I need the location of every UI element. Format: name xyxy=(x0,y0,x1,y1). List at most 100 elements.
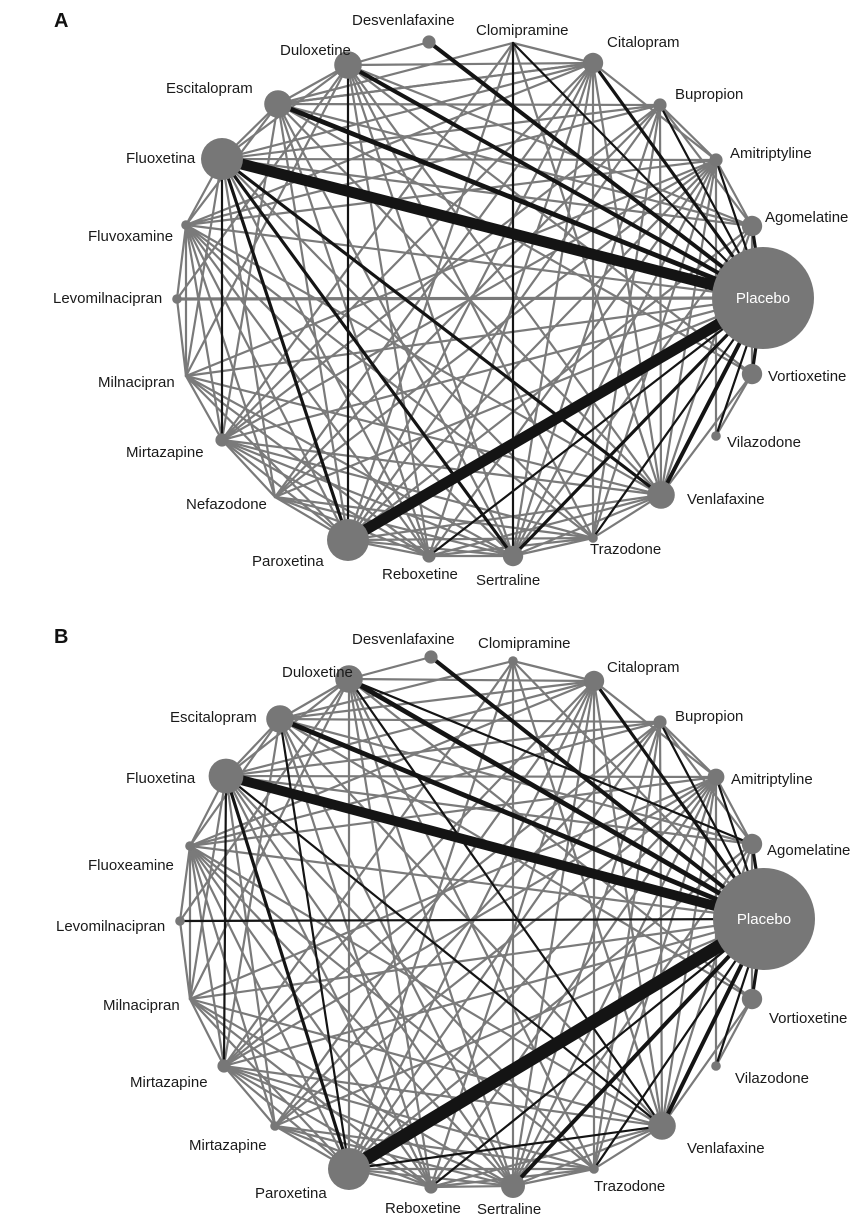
node-label-escitalopram: Escitalopram xyxy=(166,80,253,97)
edge-paroxetina-fluvoxamine xyxy=(188,844,351,1171)
node-label-bupropion: Bupropion xyxy=(675,708,743,725)
edge-sertraline-fluvoxamine xyxy=(188,844,515,1188)
node-label-desvenlafaxine: Desvenlafaxine xyxy=(352,631,455,648)
edge-placebo-fluvoxamine xyxy=(184,223,765,300)
node-label-paroxetina: Paroxetina xyxy=(252,553,324,570)
node-venlafaxine xyxy=(647,481,675,509)
network-graph: DesvenlafaxineClomipramineCitalopramBupr… xyxy=(53,12,848,589)
node-label-levomilnacipran: Levomilnacipran xyxy=(53,290,162,307)
edge-sertraline-venlafaxine xyxy=(511,493,663,558)
node-agomelatine xyxy=(741,833,763,855)
edge-sertraline-venlafaxine xyxy=(511,1124,664,1188)
node-sertraline xyxy=(501,1174,525,1198)
node-label-reboxetine: Reboxetine xyxy=(382,566,458,583)
node-label-sertraline: Sertraline xyxy=(476,572,540,589)
edge-sertraline-trazodone xyxy=(511,536,595,558)
edge-amitriptyline-mirtazapine xyxy=(222,775,718,1068)
edge-levomilnacipran-fluvoxamine xyxy=(178,844,192,923)
edge-sertraline-mirtazapine xyxy=(222,1064,515,1188)
edge-venlafaxine-bupropion xyxy=(658,103,663,497)
edge-escitalopram-mirtazapine xyxy=(222,717,282,1068)
edge-mirtazapine-trazodone xyxy=(220,438,595,540)
edge-sertraline-reboxetine xyxy=(429,1184,515,1189)
node-desvenlafaxine xyxy=(424,650,438,664)
edge-fluoxetina-milnacipran xyxy=(188,774,228,1001)
edge-duloxetine-reboxetine xyxy=(347,677,433,1189)
node-label-vilazodone: Vilazodone xyxy=(735,1070,809,1087)
edge-levomilnacipran-fluvoxamine xyxy=(175,223,188,301)
edge-paroxetina-fluvoxamine xyxy=(184,223,350,542)
edge-venlafaxine-mirtazapine xyxy=(220,438,663,497)
node-label-nefazodone: Nefazodone xyxy=(186,496,267,513)
edge-mirtazapine-trazodone xyxy=(222,1064,596,1171)
edge-amitriptyline-trazodone xyxy=(591,158,718,540)
edge-paroxetina-clomipramine xyxy=(347,659,515,1171)
edge-clomipramine-citalopram xyxy=(511,41,595,65)
node-fluvoxamine xyxy=(185,841,195,851)
edge-venlafaxine-fluvoxamine xyxy=(184,223,663,497)
node-label-fluvoxamine: Fluvoxamine xyxy=(88,228,173,245)
node-label-duloxetine: Duloxetine xyxy=(280,42,351,59)
node-label-fluoxetina: Fluoxetina xyxy=(126,770,196,787)
edge-citalopram-escitalopram xyxy=(276,61,595,106)
edge-placebo-sertraline xyxy=(511,296,765,558)
edge-venlafaxine-milnacipran xyxy=(188,997,664,1128)
node-clomipramine xyxy=(508,656,518,666)
edge-amitriptyline-agomelatine xyxy=(714,775,754,846)
edge-duloxetine-venlafaxine xyxy=(347,677,664,1128)
edge-placebo-duloxetine xyxy=(346,676,767,922)
edge-bupropion-trazodone xyxy=(592,720,662,1171)
node-desvenlafaxine xyxy=(422,35,436,49)
edge-placebo-duloxetine xyxy=(346,63,765,300)
edge-amitriptyline-agomelatine xyxy=(714,158,754,228)
edge-placebo-clomipramine xyxy=(511,41,765,300)
edge-fluoxetina-mirtazapine xyxy=(222,774,228,1068)
node-label-venlafaxine: Venlafaxine xyxy=(687,491,765,508)
edge-fluoxetina-paroxetina xyxy=(220,157,350,542)
edge-placebo-mirtazapine xyxy=(220,296,765,442)
edge-citalopram-sertraline xyxy=(511,61,595,558)
edge-levomilnacipran-milnacipran xyxy=(178,919,192,1001)
node-label-placebo: Placebo xyxy=(737,911,791,928)
edge-bupropion-fluvoxamine xyxy=(188,720,662,848)
edge-fluvoxamine-trazodone xyxy=(184,223,595,540)
edge-venlafaxine-mirtazapine xyxy=(222,1064,664,1128)
node-label-paroxetina: Paroxetina xyxy=(255,1185,327,1202)
edge-duloxetine-vortioxetine xyxy=(347,677,754,1001)
edge-sertraline-mirtazapine xyxy=(220,438,515,558)
edge-placebo-desvenlafaxine xyxy=(429,655,766,921)
edge-fluvoxamine-reboxetine xyxy=(188,844,433,1189)
node-vilazodone xyxy=(711,1061,721,1071)
node-label-milnacipran: Milnacipran xyxy=(98,374,175,391)
node-fluvoxamine xyxy=(181,220,191,230)
edge-nefazodone-trazodone xyxy=(273,495,595,540)
edge-fluoxetina-bupropion xyxy=(220,103,662,161)
edge-clomipramine-mirtazapine xyxy=(220,41,515,442)
edge-paroxetina-venlafaxine xyxy=(346,493,663,542)
edge-escitalopram-bupropion xyxy=(276,102,662,107)
edge-amitriptyline-trazodone xyxy=(592,775,718,1171)
edge-bupropion-trazodone xyxy=(591,103,662,540)
edge-placebo-desvenlafaxine xyxy=(427,40,765,300)
edge-fluoxetina-trazodone xyxy=(224,774,596,1171)
edge-paroxetina-amitriptyline xyxy=(346,158,718,542)
edge-amitriptyline-fluvoxamine xyxy=(188,775,718,848)
edge-placebo-reboxetine xyxy=(427,296,765,558)
node-citalopram xyxy=(583,670,605,692)
edge-venlafaxine-amitriptyline xyxy=(659,158,718,497)
edge-paroxetina-venlafaxine xyxy=(347,1124,664,1171)
edge-duloxetine-citalopram xyxy=(346,61,595,67)
edge-sertraline-milnacipran xyxy=(184,374,515,558)
node-duloxetine xyxy=(334,51,362,79)
nodes: DesvenlafaxineClomipramineCitalopramBupr… xyxy=(53,12,848,589)
node-label-agomelatine: Agomelatine xyxy=(765,209,848,226)
edge-nefazodone-trazodone xyxy=(273,1124,596,1171)
node-label-bupropion: Bupropion xyxy=(675,86,743,103)
node-label-vortioxetine: Vortioxetine xyxy=(768,368,846,385)
edge-citalopram-amitriptyline xyxy=(592,679,718,779)
node-mirtazapine xyxy=(217,1059,231,1073)
edges xyxy=(178,655,771,1189)
edge-vortioxetine-vilazodone xyxy=(714,997,754,1068)
node-mirtazapine xyxy=(215,433,229,447)
